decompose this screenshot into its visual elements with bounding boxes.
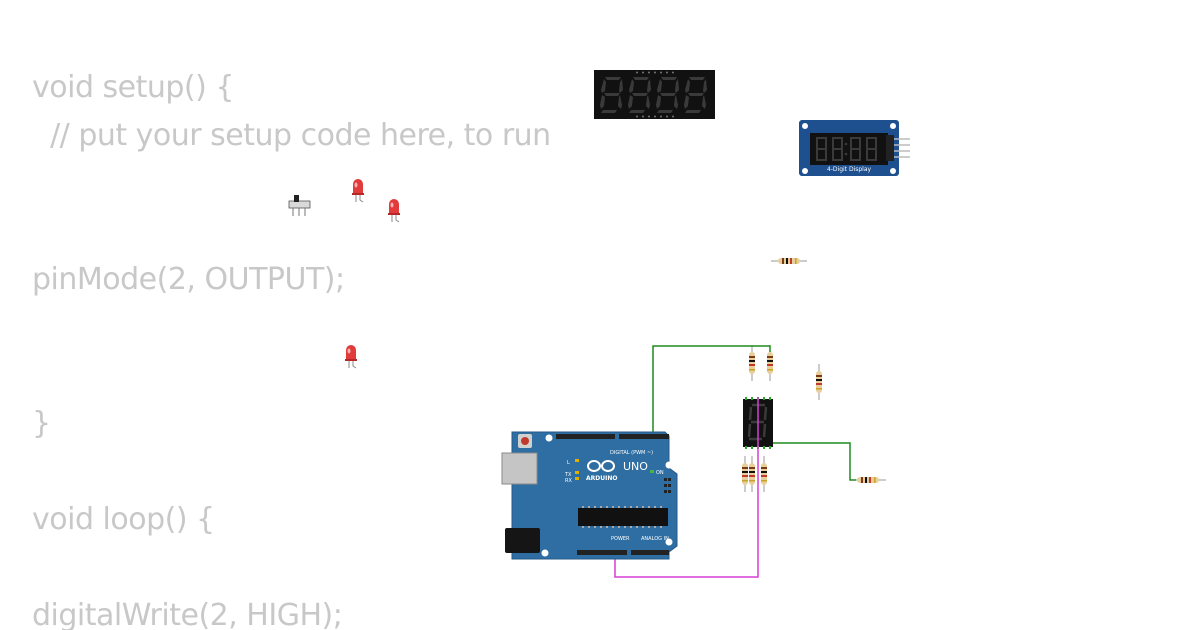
microcontroller-chip [578, 508, 668, 526]
dc-jack [505, 528, 540, 553]
tm1637-display-module[interactable]: 4-Digit Display [799, 120, 910, 176]
arduino-uno-board[interactable]: DIGITAL (PWM ~) TX RX L UNO ARDUINO ON [501, 431, 678, 560]
digital-label: DIGITAL (PWM ~) [610, 450, 653, 456]
wire-green[interactable] [652, 345, 771, 438]
slide-switch[interactable] [288, 195, 311, 216]
rx-label: RX [565, 478, 572, 484]
l-label: L [567, 460, 570, 466]
analog-header [631, 550, 669, 555]
code-line: } [32, 406, 51, 441]
board-model: UNO [623, 460, 648, 473]
resistor[interactable] [760, 455, 768, 493]
code-line: pinMode(2, OUTPUT); [32, 262, 345, 297]
arduino-logo [587, 460, 615, 472]
code-line: // put your setup code here, to run [32, 118, 551, 153]
code-editor-text: void setup() { // put your setup code he… [32, 0, 592, 630]
code-line: digitalWrite(2, HIGH); [32, 598, 343, 630]
tx-label: TX [564, 472, 572, 478]
digital-header [556, 434, 615, 439]
resistor[interactable] [815, 363, 823, 401]
reset-button[interactable] [521, 437, 529, 445]
seven-segment-4digit-display[interactable] [594, 70, 715, 119]
resistor[interactable] [748, 455, 756, 493]
power-header [577, 550, 627, 555]
tm1637-label: 4-Digit Display [827, 166, 872, 173]
board-brand: ARDUINO [586, 475, 617, 482]
red-led[interactable] [344, 344, 358, 369]
red-led[interactable] [351, 178, 365, 203]
code-line: void loop() { [32, 502, 215, 537]
red-led[interactable] [387, 198, 401, 223]
wire-magenta[interactable] [614, 397, 759, 578]
usb-port [501, 452, 538, 485]
code-line: void setup() { [32, 70, 234, 105]
digital-header [619, 434, 669, 439]
resistor[interactable] [741, 455, 749, 493]
on-label: ON [656, 470, 664, 476]
wire-green[interactable] [773, 442, 856, 481]
resistor[interactable] [770, 257, 808, 265]
resistor[interactable] [748, 344, 756, 382]
power-label: POWER [611, 536, 630, 542]
analog-label: ANALOG IN [641, 536, 669, 542]
